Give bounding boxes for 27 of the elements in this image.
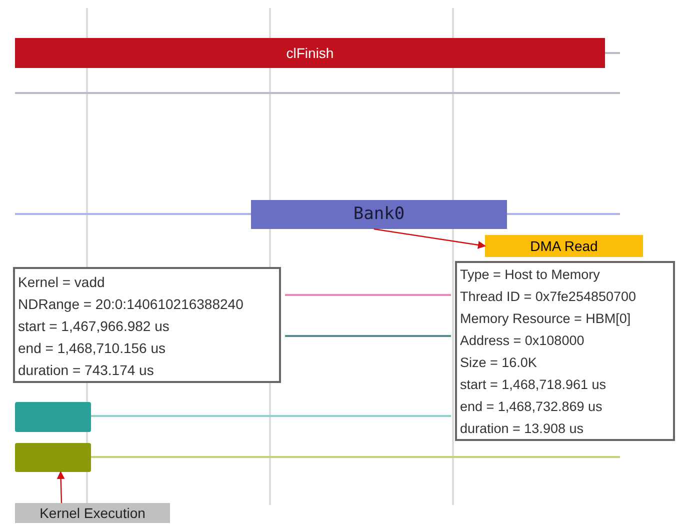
timeline-bar — [251, 200, 507, 229]
label-text: Bank0 — [353, 202, 405, 226]
timeline-bar — [15, 38, 605, 68]
label-text: clFinish — [286, 44, 334, 62]
info-tooltip — [455, 261, 675, 441]
timeline-bar — [485, 235, 643, 257]
label-text: NDRange = 20:0:140610216388240 — [18, 295, 244, 314]
arrow — [374, 228, 486, 249]
label-text: end = 1,468,710.156 us — [18, 339, 167, 358]
label-text: Size = 16.0K — [460, 354, 538, 372]
label-text: end = 1,468,732.869 us — [460, 398, 604, 416]
label-text: duration = 743.174 us — [18, 361, 155, 380]
label-text: Thread ID = 0x7fe254850700 — [460, 288, 638, 306]
label-text: Kernel = vadd — [18, 273, 106, 292]
label-text: Kernel Execution — [40, 504, 146, 522]
label-text: DMA Read — [530, 236, 598, 256]
label-text: Memory Resource = HBM[0] — [460, 310, 632, 328]
label-text: start = 1,467,966.982 us — [18, 317, 170, 336]
label-text: duration = 13.908 us — [460, 420, 584, 438]
arrow — [56, 471, 65, 504]
label-text: Address = 0x108000 — [460, 332, 586, 350]
timeline-bar — [15, 402, 91, 432]
label-text: Type = Host to Memory — [460, 266, 601, 284]
label-text: start = 1,468,718.961 us — [460, 376, 607, 394]
timeline-bar — [15, 443, 91, 472]
callout-label — [15, 503, 170, 523]
info-tooltip — [13, 267, 281, 383]
